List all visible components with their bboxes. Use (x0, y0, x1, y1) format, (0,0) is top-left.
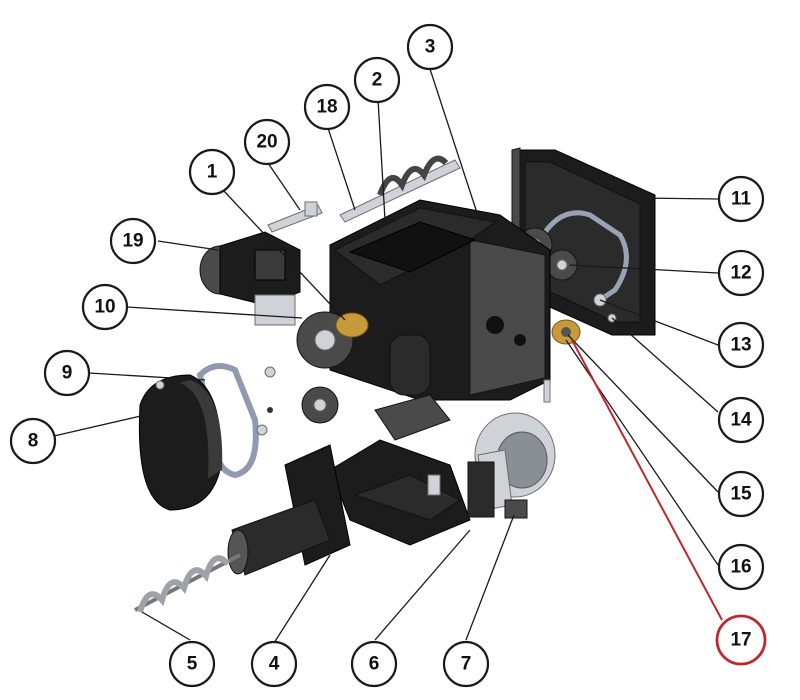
leader-15 (567, 334, 719, 493)
callout-label: 4 (269, 654, 280, 675)
callout-6: 6 (350, 640, 398, 688)
part-housing (329, 199, 551, 403)
callout-1: 1 (188, 148, 236, 196)
callout-label: 11 (731, 189, 752, 210)
part-bottom-auger (134, 553, 241, 613)
leader-7 (465, 514, 515, 641)
callout-12: 12 (717, 249, 765, 297)
callout-4: 4 (250, 640, 298, 688)
callout-8: 8 (9, 417, 57, 465)
leader-1 (222, 189, 346, 321)
callout-label: 8 (28, 431, 39, 452)
callout-label: 18 (316, 97, 337, 118)
leader-11 (639, 197, 719, 200)
callout-20: 20 (243, 118, 291, 166)
callouts: 1 2 3 4 5 6 7 8 9 10 11 (9, 23, 767, 688)
leader-2 (377, 98, 386, 221)
part-top-auger (339, 155, 461, 223)
leader-9 (88, 372, 206, 381)
callout-10: 10 (81, 283, 129, 331)
part-outlet-duct (329, 334, 471, 546)
callout-label: 12 (730, 263, 751, 284)
callout-label: 10 (94, 297, 115, 318)
callout-19: 19 (109, 217, 157, 265)
leader-12 (569, 264, 719, 274)
callout-13: 13 (717, 321, 765, 369)
leader-6 (374, 529, 471, 641)
callout-3: 3 (406, 23, 454, 71)
callout-label: 16 (730, 557, 751, 578)
callout-2: 2 (353, 56, 401, 104)
leader-13 (599, 299, 719, 346)
callout-label: 15 (730, 484, 752, 505)
leader-3 (429, 68, 481, 223)
callout-11: 11 (717, 175, 765, 223)
leader-5 (141, 611, 191, 641)
machine-illustration (134, 147, 656, 613)
part-blower-fan (467, 412, 556, 519)
part-motor (199, 231, 301, 326)
callout-label: 1 (207, 162, 218, 183)
leader-8 (53, 414, 146, 437)
callout-14: 14 (717, 396, 765, 444)
part-drive-sprockets (296, 311, 581, 424)
leader-20 (267, 162, 301, 211)
callout-16: 16 (717, 543, 765, 591)
callout-15: 15 (717, 470, 765, 518)
leader-4 (273, 554, 331, 644)
callout-label: 14 (730, 410, 752, 431)
callout-label: 19 (122, 231, 143, 252)
callout-label: 9 (62, 363, 73, 384)
callout-label: 5 (187, 654, 198, 675)
leader-10 (126, 306, 303, 319)
callout-label: 3 (425, 37, 436, 58)
part-feed-tube (227, 444, 351, 576)
leader-16 (565, 339, 719, 566)
leader-14 (611, 317, 719, 413)
callout-label: 13 (730, 335, 751, 356)
callout-label: 6 (369, 654, 380, 675)
callout-label: 20 (256, 132, 277, 153)
leader-18 (326, 124, 356, 211)
part-belt-cover (138, 374, 223, 511)
callout-7: 7 (442, 640, 490, 688)
leader-19 (157, 240, 219, 251)
callout-18: 18 (303, 83, 351, 131)
callout-label: 7 (461, 654, 472, 675)
callout-9: 9 (43, 349, 91, 397)
callout-label: 17 (730, 630, 751, 651)
callout-label: 2 (372, 70, 383, 91)
leader-17 (571, 339, 723, 621)
callout-5: 5 (168, 640, 216, 688)
leader-lines (53, 68, 723, 644)
callout-17: 17 (715, 614, 767, 666)
part-small-shaft (267, 201, 323, 233)
